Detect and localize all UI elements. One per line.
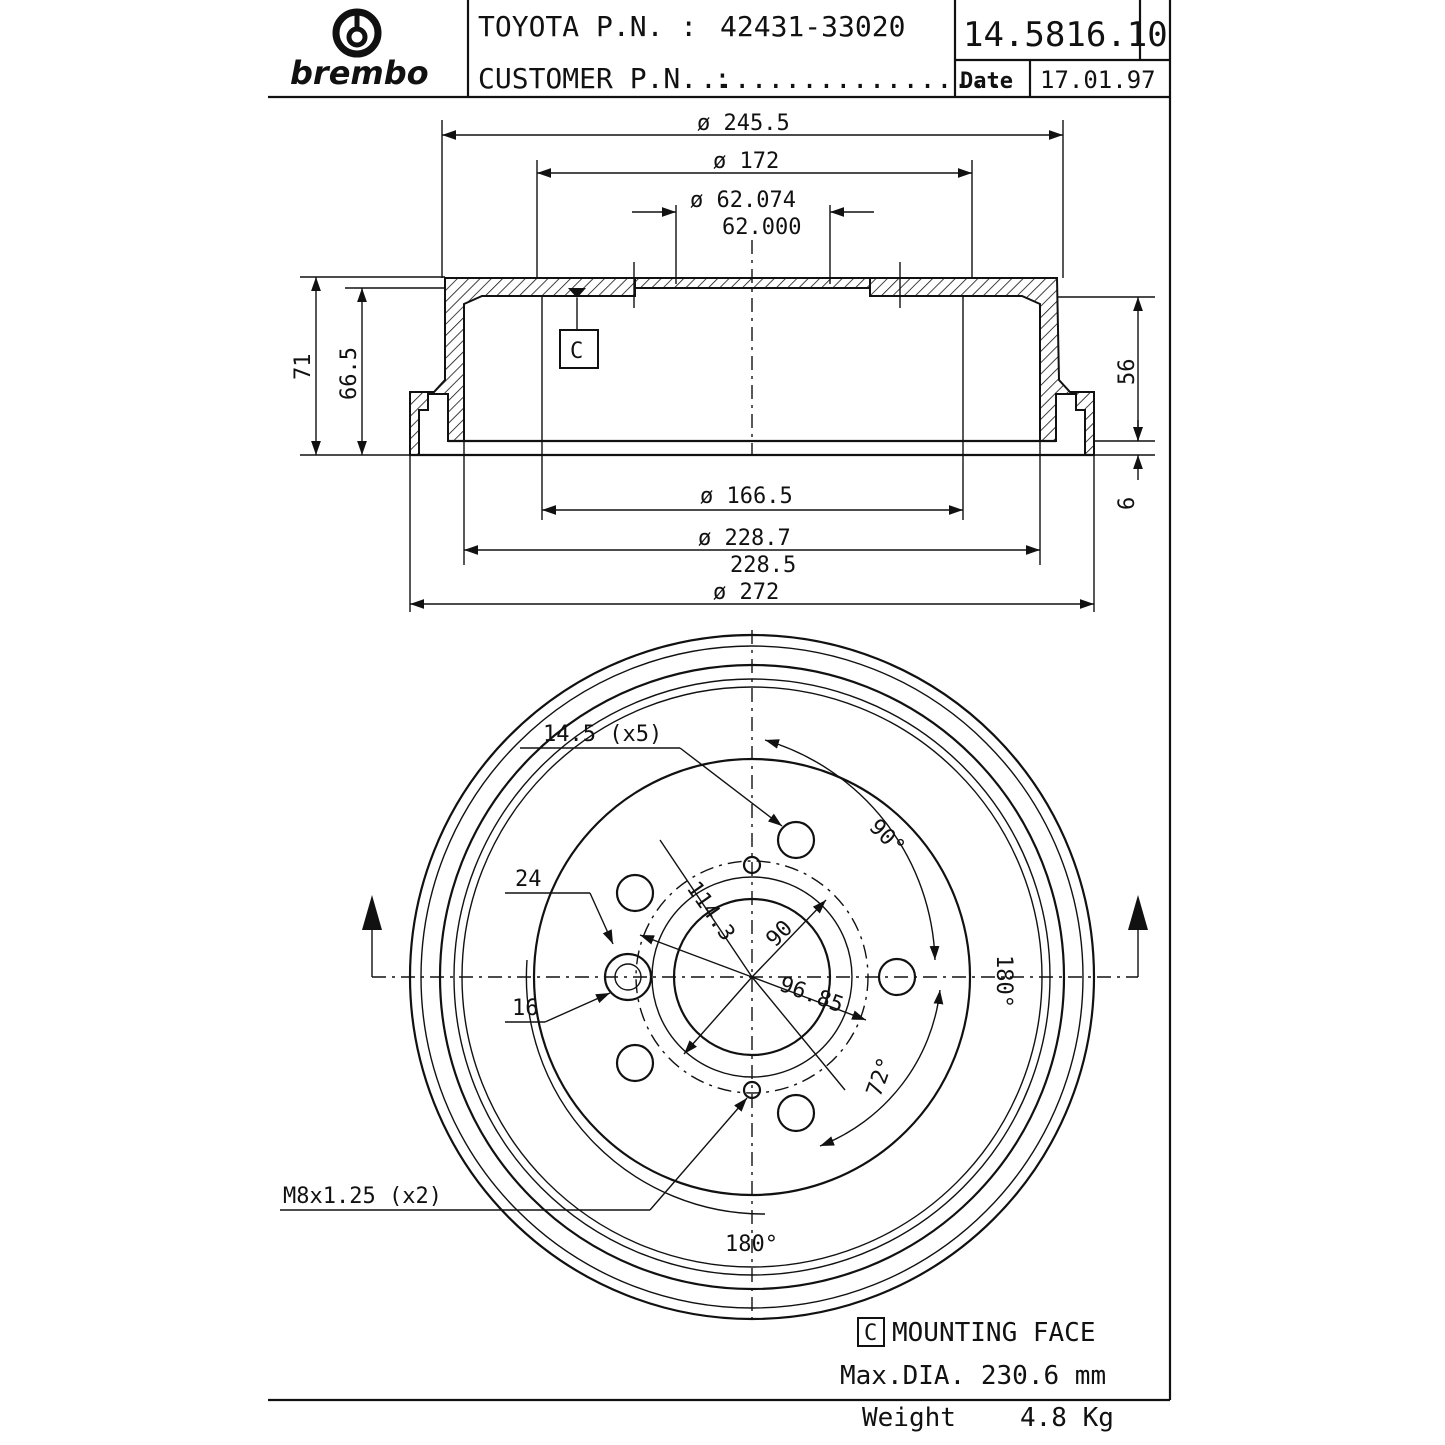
note-mounting-face: MOUNTING FACE [892,1318,1096,1348]
brand-wordmark: brembo [290,54,429,92]
section-arrow-right [1128,895,1148,930]
datum-note-box [857,1317,885,1347]
brembo-logo: brembo [290,8,429,92]
thread-hole-top [742,855,762,875]
bolt-hole-4 [776,1093,816,1133]
label-dim-24: 24 [515,867,542,892]
datum-triangle [568,288,586,298]
section-view: ø 245.5 ø 172 ø 62.074 62.000 ø 166.5 ø … [291,111,1155,612]
label-dim-90: 90 [762,916,798,952]
note-max-dia: Max.DIA. 230.6 mm [840,1361,1106,1391]
front-view: 14.5 (x5) 90° 180° 72° 180° 24 16 114.3 … [280,630,1148,1321]
note-weight-value: 4.8 Kg [1020,1403,1114,1433]
label-dim-16: 16 [512,996,539,1021]
section-right-wall [869,277,1095,456]
customer-label: CUSTOMER P.N. : [478,62,731,95]
dim-dia-245-5: ø 245.5 [697,111,790,136]
dim-height-71: 71 [291,354,316,381]
dim-center-bore-max: ø 62.074 [690,188,796,213]
dim-dia-172: ø 172 [713,149,779,174]
bolt-hole-2 [615,873,655,913]
datum-note-symbol: C [864,1321,877,1346]
dim-dia-228-7: ø 228.7 [698,526,791,551]
note-weight-label: Weight [862,1403,956,1433]
date-label: Date [960,69,1013,94]
dim-center-bore-min: 62.000 [722,215,801,240]
dim-dia-272: ø 272 [713,580,779,605]
bolt-pcd [635,860,869,1094]
date-value: 17.01.97 [1040,66,1156,94]
label-thread: M8x1.25 (x2) [283,1184,442,1209]
center-bore [672,897,832,1057]
label-angle-90: 90° [864,815,910,861]
customer-value: .................. [700,62,1003,95]
title-block: brembo TOYOTA P.N. : 42431-33020 CUSTOME… [290,0,1170,97]
dim-height-56: 56 [1115,359,1140,386]
thread-hole-bottom [742,1080,762,1100]
label-angle-180-bottom: 180° [725,1232,778,1257]
label-hole-size: 14.5 (x5) [543,722,662,747]
friction-surface [532,757,972,1197]
oem-number: 42431-33020 [720,10,905,43]
dim-height-66-5: 66.5 [337,347,362,400]
frame [268,0,1172,1402]
bolt-hole-3 [615,1043,655,1083]
dim-dia-228-5: 228.5 [730,553,796,578]
datum-c-box [559,329,599,369]
label-angle-72: 72° [862,1054,899,1100]
notes: C MOUNTING FACE Max.DIA. 230.6 mm Weight… [840,1317,1114,1433]
label-pcd-114-3: 114.3 [681,877,739,946]
bolt-hole-1 [776,820,816,860]
dim-height-6: 6 [1115,497,1140,510]
label-angle-180-right: 180° [991,955,1016,1008]
dim-dia-166-5: ø 166.5 [700,484,793,509]
part-code: 14.5816.10 [963,15,1168,55]
drum-outer-rim [408,633,1096,1321]
oem-label: TOYOTA P.N. : [478,10,697,43]
section-arrow-left [362,895,382,930]
label-dim-96-85: 96.85 [776,972,847,1018]
section-left-wall [409,277,636,456]
datum-c-label: C [570,339,583,364]
locating-hole [603,952,653,1002]
